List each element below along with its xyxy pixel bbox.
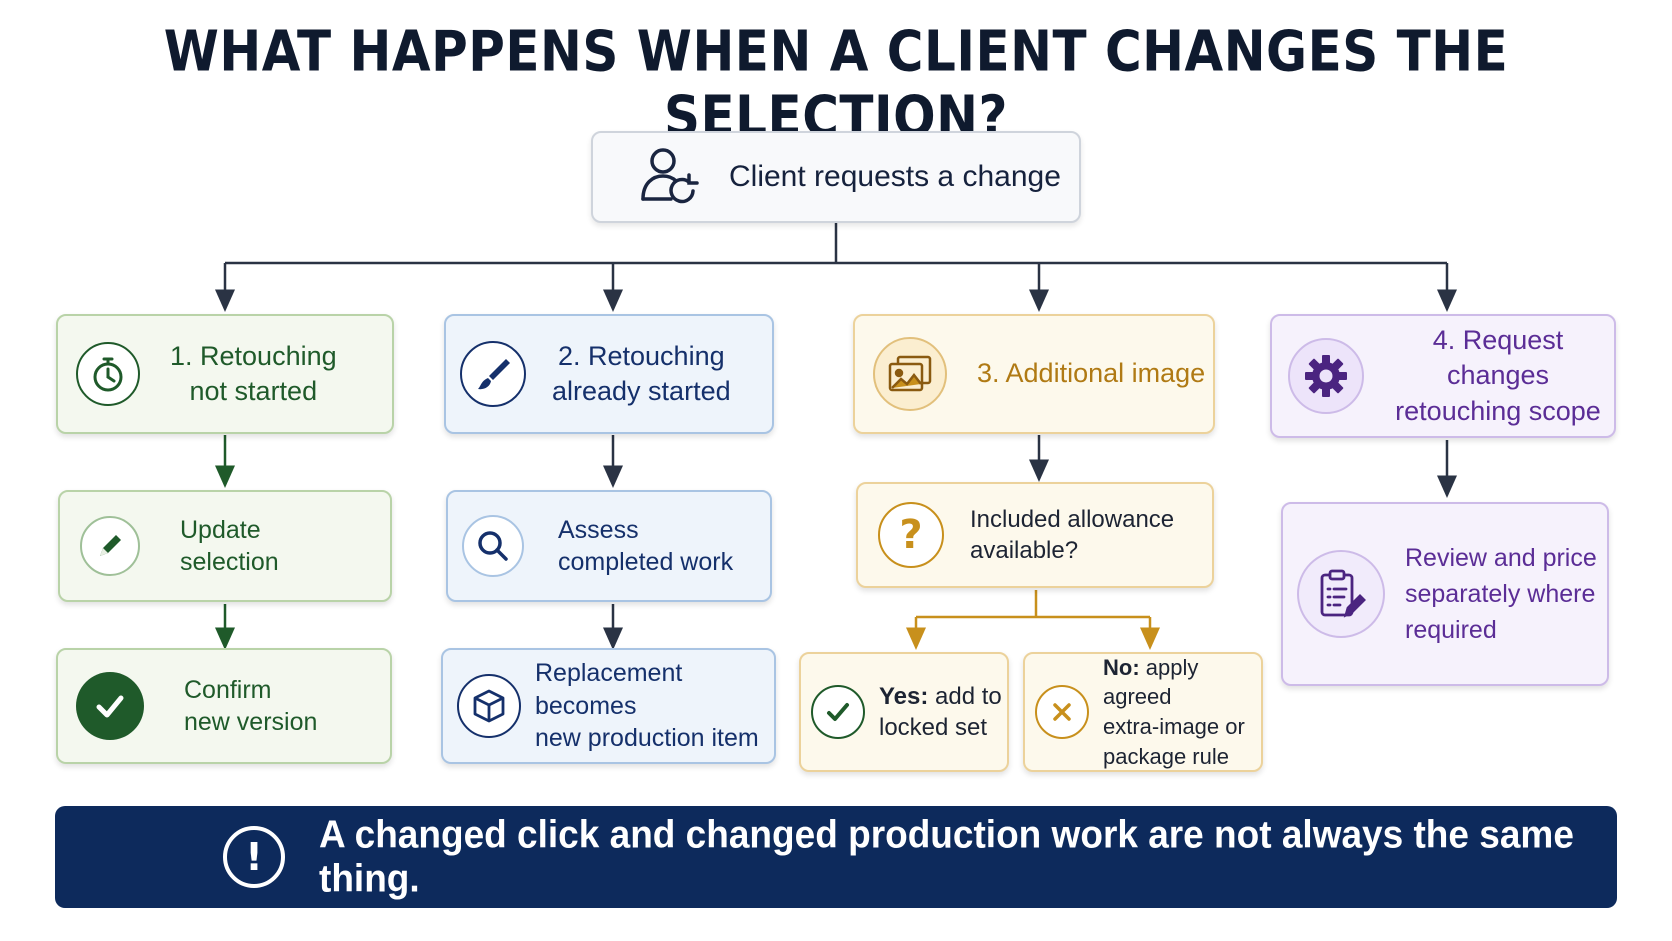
branch-4-header: 4. Request changes retouching scope	[1270, 314, 1616, 438]
branch-1-subtitle: not started	[189, 376, 318, 406]
branch-1-step-2: Update selection	[58, 490, 392, 602]
branch-3-no: No: apply agreed extra-image or package …	[1023, 652, 1263, 772]
check-circle-icon	[811, 685, 865, 739]
branch-1-step-2-line-1: Update	[180, 515, 261, 544]
branch-1-step-2-line-2: selection	[180, 548, 279, 576]
branch-1-header: 1. Retouching not started	[56, 314, 394, 434]
x-circle-icon	[1035, 685, 1089, 739]
paintbrush-icon	[460, 341, 526, 407]
clipboard-pencil-icon	[1297, 550, 1385, 638]
branch-2-header: 2. Retouching already started	[444, 314, 774, 434]
branch-4-step-2: Review and price separately where requir…	[1281, 502, 1609, 686]
branch-3-title: 3. Additional image	[977, 358, 1206, 389]
no-label: No:	[1103, 654, 1140, 680]
gear-icon	[1288, 338, 1364, 414]
branch-3-header: 3. Additional image	[853, 314, 1215, 434]
branch-2-step-3-line-1: Replacement becomes	[535, 659, 683, 720]
branch-4-title: 4. Request changes	[1432, 325, 1564, 391]
exclamation-icon: !	[223, 826, 285, 888]
stopwatch-icon	[76, 342, 140, 406]
pencil-icon	[80, 516, 140, 576]
branch-3-step-2-line-1: Included allowance	[970, 505, 1175, 533]
cube-icon	[457, 674, 521, 738]
branch-2-subtitle: already started	[552, 376, 731, 406]
yes-label: Yes:	[879, 682, 929, 710]
checkmark-icon	[76, 672, 144, 740]
magnifier-icon	[462, 515, 524, 577]
footer-banner: ! A changed click and changed production…	[55, 806, 1617, 908]
images-icon	[873, 337, 947, 411]
no-text: apply agreed	[1103, 654, 1199, 710]
branch-1-step-3-line-2: new version	[184, 708, 318, 736]
page-title: WHAT HAPPENS WHEN A CLIENT CHANGES THE S…	[163, 19, 1509, 149]
no-line-2: extra-image or	[1103, 714, 1245, 739]
branch-1-step-3: Confirm new version	[56, 648, 392, 764]
branch-4-step-2-line-2: separately where	[1405, 579, 1596, 608]
branch-4-step-2-line-3: required	[1405, 616, 1497, 645]
root-node: Client requests a change	[591, 131, 1081, 223]
branch-2-title: 2. Retouching	[557, 340, 725, 371]
branch-2-step-2: Assess completed work	[446, 490, 772, 602]
branch-3-step-2-line-2: available?	[970, 537, 1079, 564]
user-refresh-icon	[637, 143, 705, 211]
branch-4-subtitle: retouching scope	[1395, 395, 1601, 426]
branch-2-step-3: Replacement becomes new production item	[441, 648, 776, 764]
branch-3-yes: Yes: add to locked set	[799, 652, 1009, 772]
question-icon: ?	[878, 502, 944, 568]
branch-3-step-2: ? Included allowance available?	[856, 482, 1214, 588]
branch-2-step-2-line-2: completed work	[558, 548, 734, 576]
branch-1-step-3-line-1: Confirm	[184, 675, 272, 704]
yes-line-2: locked set	[879, 714, 988, 741]
yes-text: add to	[928, 682, 1002, 710]
no-line-3: package rule	[1103, 743, 1229, 769]
banner-message: A changed click and changed production w…	[319, 812, 1574, 901]
branch-2-step-2-line-1: Assess	[558, 515, 639, 544]
root-label: Client requests a change	[729, 160, 1061, 193]
branch-1-title: 1. Retouching	[170, 340, 337, 371]
branch-2-step-3-line-2: new production item	[535, 724, 759, 753]
branch-4-step-2-line-1: Review and price	[1405, 543, 1597, 572]
